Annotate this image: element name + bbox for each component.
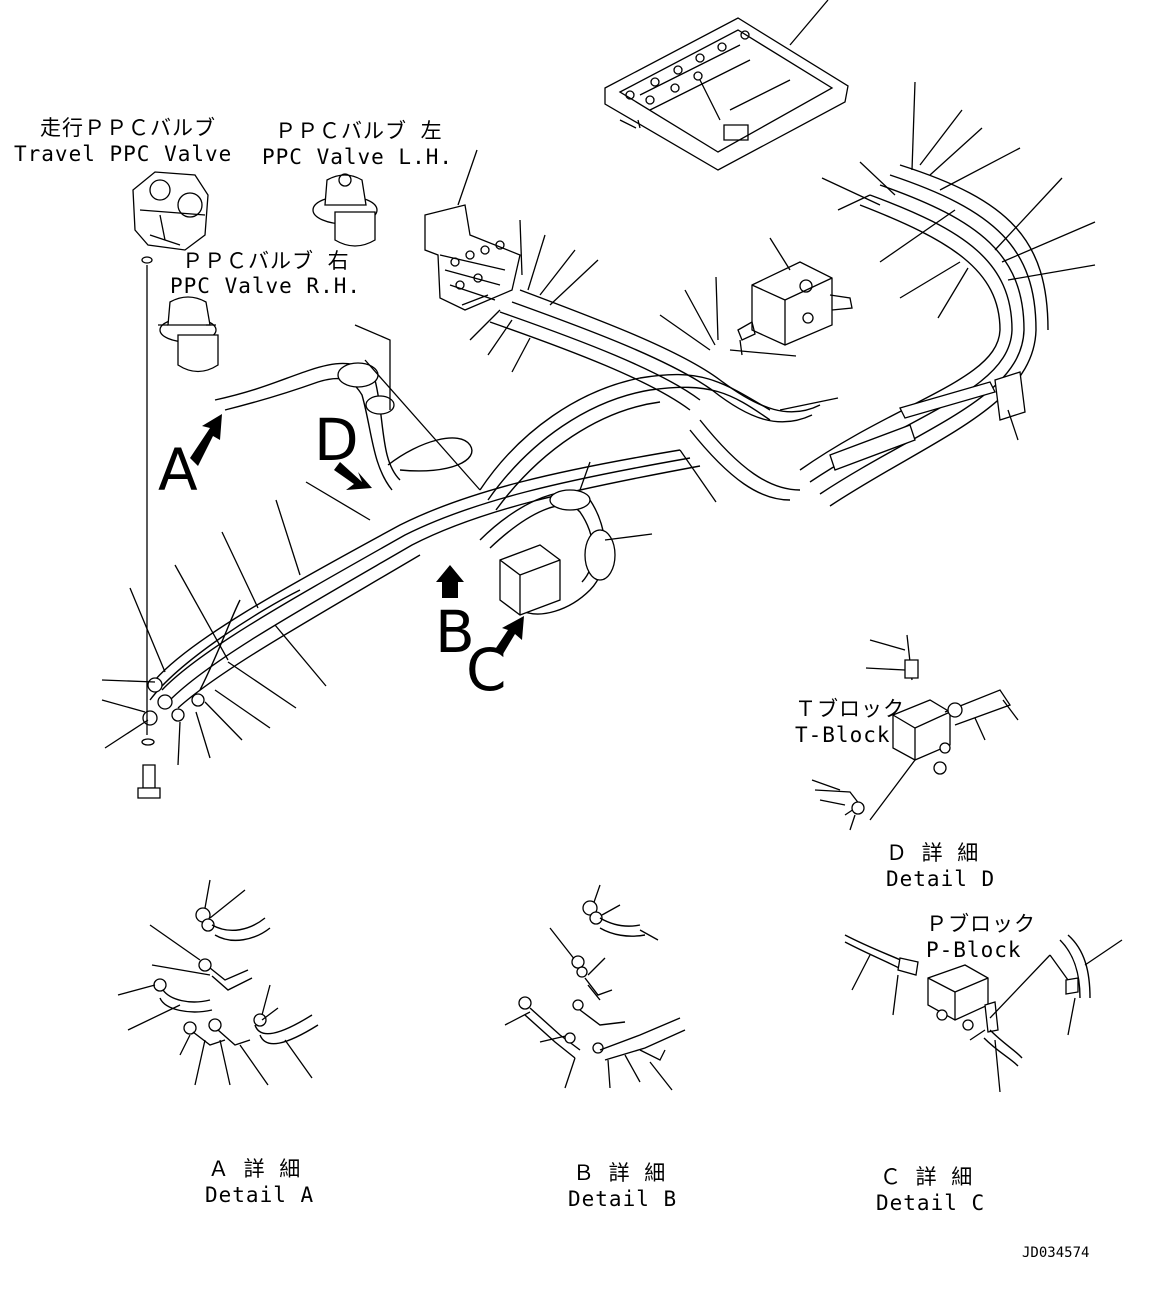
detail-d-title-en: Detail D — [886, 867, 995, 891]
travel-ppc-label-jp: 走行ＰＰＣバルブ — [40, 116, 216, 140]
hose-bundle-upper-right — [479, 289, 821, 511]
ppc-rh-label-en: PPC Valve R.H. — [170, 274, 361, 298]
console-frame — [604, 17, 849, 171]
detail-a-title-en: Detail A — [205, 1183, 314, 1207]
detail-d-drawing — [811, 634, 1019, 831]
p-block-label-en: P-Block — [926, 938, 1022, 962]
view-arrow-a — [190, 414, 222, 466]
detail-c-title-en: Detail C — [876, 1191, 985, 1215]
t-block-label-jp: Ｔブロック — [795, 697, 905, 721]
view-letter-d: D — [314, 406, 359, 474]
travel-ppc-valve — [132, 171, 209, 264]
detail-a-drawing — [117, 879, 319, 1086]
view-letter-c: C — [466, 636, 507, 704]
view-letter-a: A — [158, 436, 198, 504]
t-block-label-en: T-Block — [795, 723, 891, 747]
ppc-valve-lh — [312, 173, 378, 247]
detail-b-title-jp: Ｂ 詳 細 — [573, 1161, 666, 1185]
view-arrow-b — [436, 565, 464, 598]
view-arrow-d — [334, 462, 372, 490]
leader-lines — [101, 0, 1096, 766]
p-block-label-jp: Ｐブロック — [926, 912, 1036, 936]
hose-bundle-left-upper — [214, 362, 473, 491]
detail-a-title-jp: Ａ 詳 細 — [208, 1157, 301, 1181]
hose-bundle-center — [479, 489, 616, 616]
detail-b-drawing — [504, 884, 686, 1091]
hose-bundle-main — [149, 449, 701, 709]
view-arrow-c — [496, 616, 524, 654]
ppc-lh-label-en: PPC Valve L.H. — [262, 145, 453, 169]
ppc-lh-label-jp: ＰＰＣバルブ 左 — [275, 119, 443, 143]
ppc-valve-rh — [158, 296, 219, 373]
ppc-rh-label-jp: ＰＰＣバルブ 右 — [182, 249, 350, 273]
detail-c-drawing — [844, 934, 1123, 1093]
travel-ppc-label-en: Travel PPC Valve — [14, 142, 232, 166]
drawing-code: JD034574 — [1022, 1245, 1089, 1261]
view-letter-b: B — [435, 598, 475, 666]
detail-c-title-jp: Ｃ 詳 細 — [880, 1165, 973, 1189]
view-arrows — [190, 414, 524, 654]
hose-bundle-right — [689, 164, 1049, 507]
detail-d-title-jp: Ｄ 詳 細 — [886, 841, 979, 865]
detail-b-title-en: Detail B — [568, 1187, 677, 1211]
manifold-bracket — [424, 204, 521, 311]
valve-block — [737, 261, 853, 346]
